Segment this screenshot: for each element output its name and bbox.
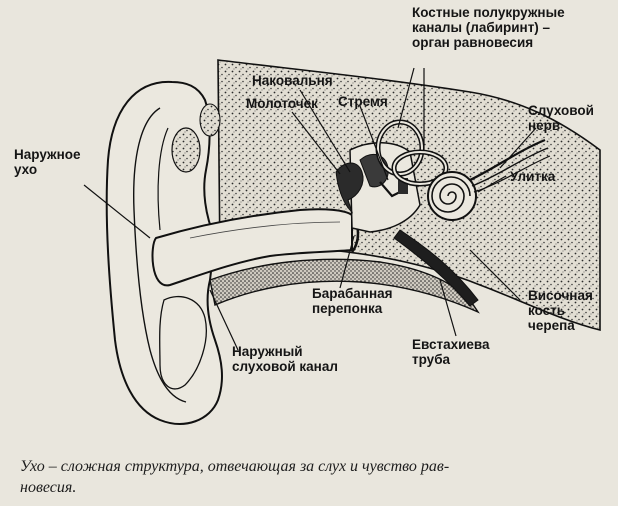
label-anvil: Наковальня bbox=[252, 73, 333, 88]
eustachian-tube-shape bbox=[393, 229, 479, 307]
label-hammer: Молоточек bbox=[246, 96, 318, 111]
label-cochlea: Улитка bbox=[510, 169, 556, 184]
label-stirrup: Стремя bbox=[338, 94, 388, 109]
pointer-lines bbox=[83, 67, 537, 351]
ear-canal bbox=[151, 208, 353, 287]
cochlea-shape bbox=[427, 171, 477, 221]
figure-caption: Ухо – сложная структура, отвечающая за с… bbox=[20, 458, 450, 496]
